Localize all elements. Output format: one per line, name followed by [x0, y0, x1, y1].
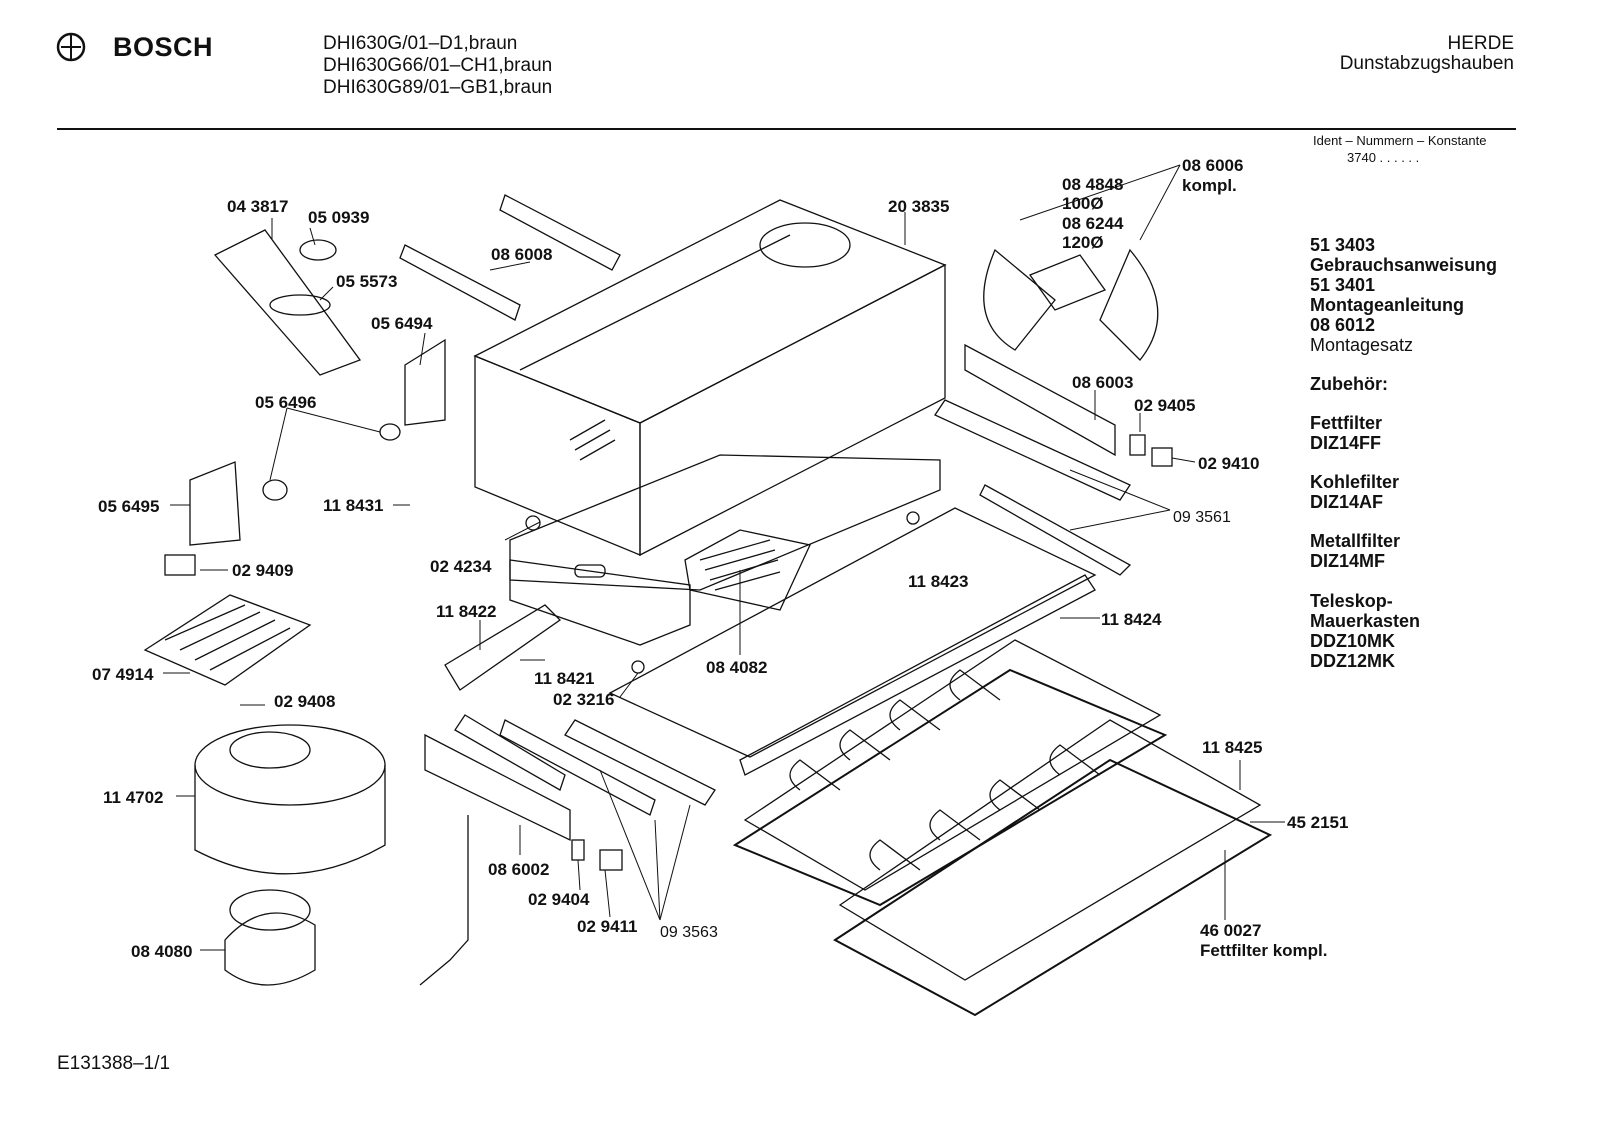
category: HERDE: [1447, 33, 1514, 54]
switch-029405: [1129, 434, 1146, 456]
part-label-203835: 20 3835: [888, 197, 950, 216]
part-label-029409: 02 9409: [232, 561, 294, 580]
part-label-093561: 09 3561: [1173, 509, 1231, 526]
bosch-armature-icon: [56, 32, 86, 62]
part-label-086244: 08 6244: [1062, 214, 1124, 233]
part-label-024234: 02 4234: [430, 557, 492, 576]
part-label-056496: 05 6496: [255, 393, 317, 412]
model-line-2: DHI630G66/01–CH1,braun: [323, 55, 553, 76]
part-label-084080: 08 4080: [131, 942, 193, 961]
grease-filters: [732, 639, 1273, 1017]
part-label-029408: 02 9408: [274, 692, 336, 711]
sidebar-item-8: DIZ14FF: [1310, 433, 1382, 453]
sidebar-item-12: DIZ14MF: [1310, 551, 1386, 571]
power-cable: [419, 815, 469, 986]
fan-housing: [194, 724, 386, 986]
sidebar-item-13: Teleskop-: [1310, 591, 1393, 611]
hood-housing: [473, 199, 947, 557]
sidebar-item-0: 51 3403: [1310, 235, 1376, 255]
rails: [399, 194, 1132, 842]
sidebar-item-3: Montageanleitung: [1310, 295, 1464, 315]
part-label-084082: 08 4082: [706, 658, 768, 677]
part-label-086002: 08 6002: [488, 860, 550, 879]
sidebar-item-6: Zubehör:: [1310, 374, 1388, 394]
switch-029411: [599, 849, 623, 871]
model-line-1: DHI630G/01–D1,braun: [323, 33, 518, 54]
filter-cover-plate: [608, 507, 1097, 776]
header-rule: [57, 128, 1516, 130]
part-label-118423: 11 8423: [908, 572, 969, 591]
frame-assembly: [509, 454, 941, 674]
part-label-043817: 04 3817: [227, 197, 289, 216]
part-label-120: 120Ø: [1062, 233, 1104, 252]
brand-name: BOSCH: [113, 32, 214, 62]
bosch-logo: [55, 31, 87, 68]
leader-lines: [163, 164, 1285, 951]
part-label-460027: 46 0027: [1200, 921, 1262, 940]
sidebar-item-7: Fettfilter: [1310, 413, 1382, 433]
part-label-114702: 11 4702: [103, 788, 164, 807]
part-label-093563: 09 3563: [660, 924, 718, 941]
duct-flange: [983, 248, 1159, 361]
part-label-029405: 02 9405: [1134, 396, 1196, 415]
part-label-086003: 08 6003: [1072, 373, 1134, 392]
part-label-055573: 05 5573: [336, 272, 398, 291]
part-label-118421: 11 8421: [534, 669, 595, 688]
sidebar-item-1: Gebrauchsanweisung: [1310, 255, 1498, 275]
part-label-118422: 11 8422: [436, 602, 497, 621]
part-label-086006-kompl: kompl.: [1182, 176, 1237, 195]
footer-code: E131388–1/1: [57, 1053, 171, 1074]
subcategory: Dunstabzugshauben: [1339, 53, 1514, 74]
sidebar-item-14: Mauerkasten: [1310, 611, 1421, 631]
part-label-100: 100Ø: [1062, 194, 1104, 213]
part-label-029404: 02 9404: [528, 890, 590, 909]
part-label-118424: 11 8424: [1101, 610, 1162, 629]
part-label-086006: 08 6006: [1182, 156, 1244, 175]
ident-label: Ident – Nummern – Konstante: [1313, 133, 1487, 148]
sidebar-item-15: DDZ10MK: [1310, 631, 1396, 651]
ident-value: 3740 . . . . . .: [1347, 150, 1420, 165]
part-label-029411: 02 9411: [577, 917, 638, 936]
part-label-452151: 45 2151: [1287, 813, 1349, 832]
part-label-050939: 05 0939: [308, 208, 370, 227]
sidebar-item-16: DDZ12MK: [1310, 651, 1396, 671]
sidebar-item-5: Montagesatz: [1310, 335, 1414, 355]
part-label-074914: 07 4914: [92, 665, 154, 684]
part-label-118431: 11 8431: [323, 496, 384, 515]
sidebar-item-9: Kohlefilter: [1310, 472, 1400, 492]
part-label-118425: 11 8425: [1202, 738, 1263, 757]
grille-panel: [143, 594, 312, 686]
part-label-460027-text: Fettfilter kompl.: [1200, 941, 1328, 960]
part-label-056495: 05 6495: [98, 497, 160, 516]
switch-029410: [1151, 447, 1173, 467]
part-label-029410: 02 9410: [1198, 454, 1260, 473]
switch-029404: [571, 839, 585, 861]
part-label-056494: 05 6494: [371, 314, 433, 333]
model-line-3: DHI630G89/01–GB1,braun: [323, 77, 553, 98]
part-label-023216: 02 3216: [553, 690, 615, 709]
sidebar-item-11: Metallfilter: [1310, 531, 1401, 551]
sidebar-item-10: DIZ14AF: [1310, 492, 1384, 512]
part-label-086008: 08 6008: [491, 245, 553, 264]
sidebar-item-2: 51 3401: [1310, 275, 1376, 295]
part-label-084848: 08 4848: [1062, 175, 1124, 194]
sidebar-item-4: 08 6012: [1310, 315, 1376, 335]
